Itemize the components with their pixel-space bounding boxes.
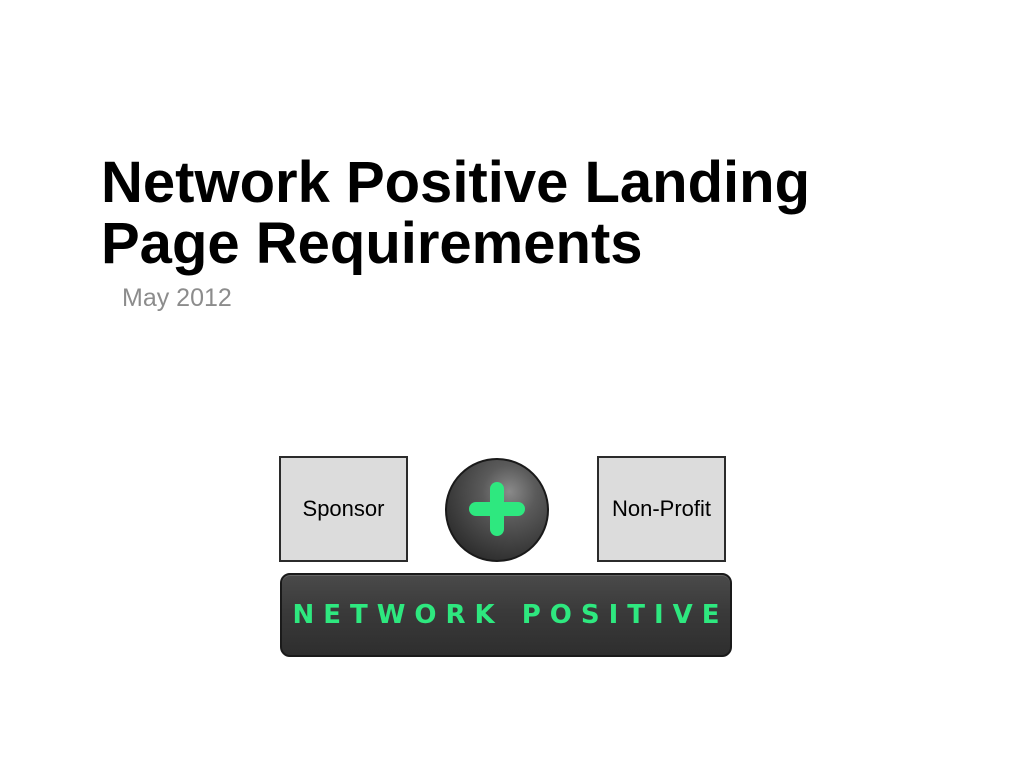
slide-title-line-2: Page Requirements [101,211,643,276]
network-positive-logo-bar: NETWORK POSITIVE [280,573,732,657]
network-positive-logo-text: NETWORK POSITIVE [292,600,729,630]
non-profit-label: Non-Profit [611,496,712,521]
slide-date: May 2012 [122,284,232,312]
sponsor-label: Sponsor [302,496,385,521]
slide-title: Network Positive Landing Page Requiremen… [101,152,941,274]
sponsor-box: Sponsor [279,456,408,562]
non-profit-box: Non-Profit [597,456,726,562]
plus-icon [445,458,549,562]
slide-title-line-1: Network Positive Landing [101,150,810,215]
network-positive-diagram: Sponsor Non-Profit NETWORK POSITIVE [278,456,736,660]
